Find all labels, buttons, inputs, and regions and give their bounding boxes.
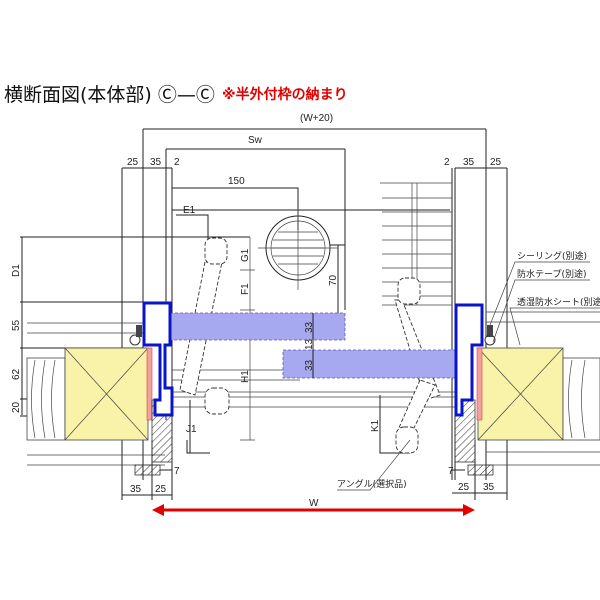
dim-bottom-left-25: 25 xyxy=(155,484,167,495)
dim-bottom-right-35: 35 xyxy=(483,482,495,493)
dim-13: 13 xyxy=(304,338,315,350)
dim-55: 55 xyxy=(11,319,22,331)
circular-vent xyxy=(258,208,338,290)
dim-top-right-35: 35 xyxy=(463,157,475,168)
dim-d1: D1 xyxy=(11,264,22,277)
dim-top-left-35: 35 xyxy=(150,157,162,168)
callout-sealing: シーリング(別途) xyxy=(517,250,587,262)
drawing-note: ※半外付枠の納まり xyxy=(222,87,348,103)
dim-overall: (W+20) xyxy=(300,113,333,124)
dim-e1: E1 xyxy=(183,205,196,216)
dim-7-right: 7 xyxy=(448,466,454,477)
dim-f1: F1 xyxy=(240,283,251,295)
dim-33-upper: 33 xyxy=(304,321,315,333)
dim-7-left: 7 xyxy=(174,466,180,477)
wall-left xyxy=(26,325,173,476)
callout-moisture-sheet: 透湿防水シート(別途) xyxy=(517,296,600,308)
width-arrow xyxy=(152,504,475,516)
dim-sash-width: Sw xyxy=(248,135,263,146)
dim-h1: H1 xyxy=(240,370,251,383)
wall-right xyxy=(454,325,600,476)
frame-left xyxy=(142,301,174,417)
dim-j1: J1 xyxy=(186,424,197,435)
dim-top-left-2: 2 xyxy=(174,157,180,168)
dim-g1: G1 xyxy=(240,248,251,262)
dim-70: 70 xyxy=(328,274,339,286)
dim-20: 20 xyxy=(11,401,22,413)
dim-bottom-left-35: 35 xyxy=(130,484,142,495)
sash-bar-upper xyxy=(164,312,346,341)
drawing-title: 横断面図(本体部) Ⓒ—Ⓒ xyxy=(4,84,215,106)
dim-top-left-25: 25 xyxy=(127,157,139,168)
dim-top-right-25: 25 xyxy=(490,157,502,168)
callout-angle: アングル(選択品) xyxy=(337,478,407,490)
dim-33-lower: 33 xyxy=(304,359,315,371)
dim-top-right-2: 2 xyxy=(444,157,450,168)
dim-62: 62 xyxy=(11,368,22,380)
callout-waterproof-tape: 防水テープ(別途) xyxy=(517,268,586,280)
dim-150: 150 xyxy=(228,176,245,187)
frame-right xyxy=(454,303,484,417)
dim-bottom-right-25: 25 xyxy=(458,482,470,493)
dim-k1: K1 xyxy=(370,419,381,432)
dim-width: W xyxy=(309,498,319,509)
